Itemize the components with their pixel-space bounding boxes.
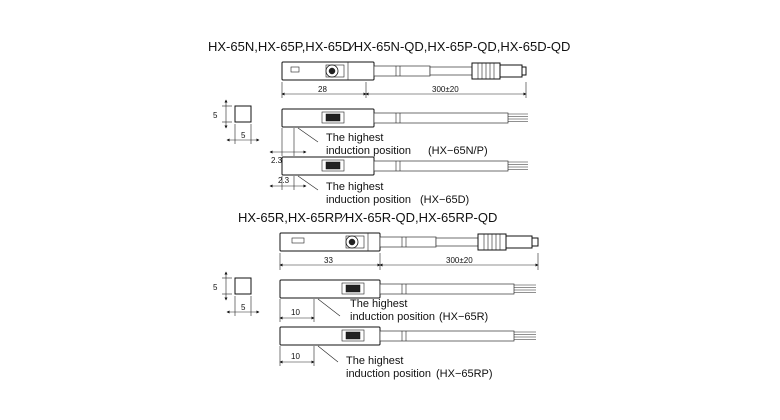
top-offset-1-dim: 2.3	[271, 156, 283, 165]
top-offset-2-dim: 2.3	[278, 176, 290, 185]
bottom-offset-1-dim: 10	[291, 308, 300, 317]
top-cross-section: 5 5	[213, 99, 260, 144]
top-dimension-line: 28 300±20	[281, 82, 527, 98]
bottom-sensor-r	[279, 279, 536, 299]
bottom-offset-2: 10 The highest induction position (HX−65…	[279, 345, 493, 380]
bottom-cross-section: 5 5	[213, 271, 260, 316]
top-note-2-model: (HX−65D)	[420, 194, 469, 206]
top-length-dim: 28	[318, 85, 327, 94]
top-height-dim: 5	[213, 111, 218, 120]
top-offset-1: 2.3 The highest induction position (HX−6…	[269, 127, 488, 165]
top-sensor-np	[281, 108, 528, 128]
bottom-note-1-line2: induction position	[350, 311, 435, 323]
top-sensor-d	[281, 156, 528, 176]
top-cable-dim: 300±20	[432, 85, 459, 94]
top-group-title: HX-65N,HX-65P,HX-65D∕HX-65N-QD,HX-65P-QD…	[208, 39, 570, 54]
bottom-sensor-qd	[279, 232, 539, 252]
bottom-height-dim: 5	[213, 283, 218, 292]
top-note-2-line2: induction position	[326, 194, 411, 206]
bottom-width-dim: 5	[241, 303, 246, 312]
top-note-1-line2: induction position	[326, 145, 411, 157]
bottom-note-2-model: (HX−65RP)	[436, 368, 493, 380]
bottom-length-dim: 33	[324, 256, 333, 265]
bottom-offset-1: 10 The highest induction position (HX−65…	[279, 298, 488, 323]
top-width-dim: 5	[241, 131, 246, 140]
bottom-group-title: HX-65R,HX-65RP∕HX-65R-QD,HX-65RP-QD	[238, 210, 497, 225]
bottom-note-2-line2: induction position	[346, 368, 431, 380]
top-offset-2: 2.3 The highest induction position (HX−6…	[269, 175, 469, 206]
top-note-2-line1: The highest	[326, 181, 383, 193]
top-note-1-line1: The highest	[326, 132, 383, 144]
bottom-cable-dim: 300±20	[446, 256, 473, 265]
bottom-note-1-line1: The highest	[350, 298, 407, 310]
bottom-note-2-line1: The highest	[346, 355, 403, 367]
bottom-note-1-model: (HX−65R)	[439, 311, 488, 323]
top-note-1-model: (HX−65N/P)	[428, 145, 488, 157]
bottom-offset-2-dim: 10	[291, 352, 300, 361]
top-sensor-qd	[281, 61, 527, 81]
bottom-sensor-rp	[279, 326, 536, 346]
bottom-dimension-line: 33 300±20	[279, 253, 539, 270]
